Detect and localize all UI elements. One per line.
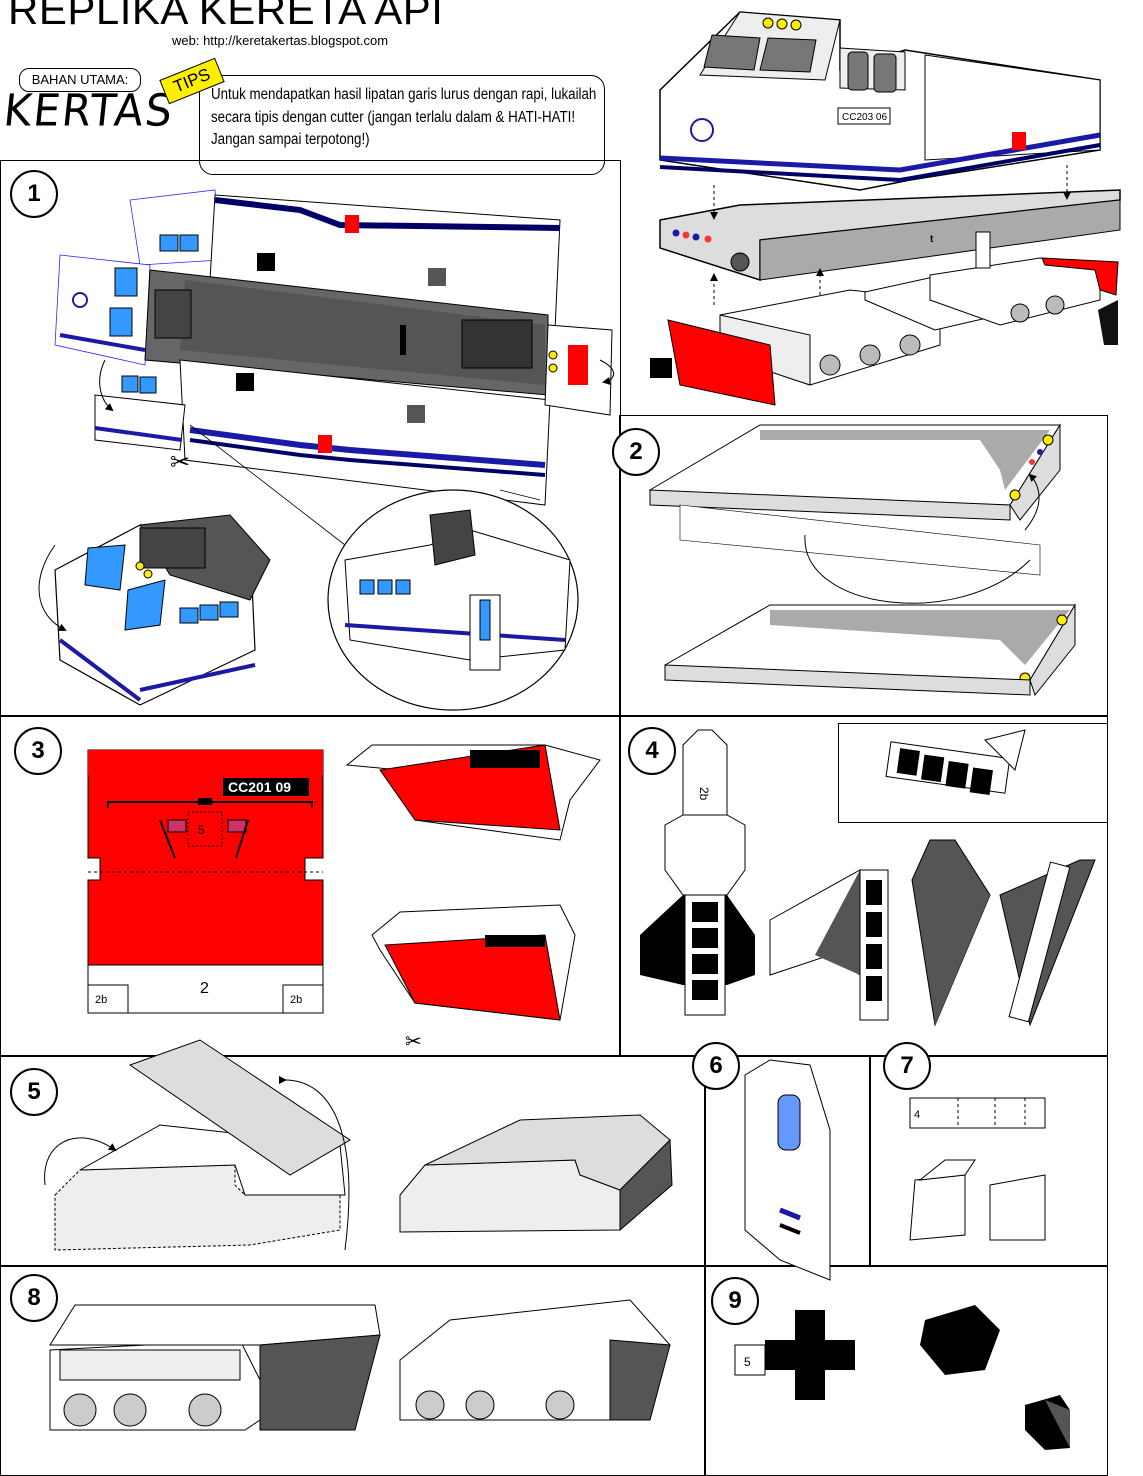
part-2-label: 2 [200, 980, 209, 997]
part-4-label: 4 [914, 1109, 920, 1121]
part-5-label-step9: 5 [744, 1355, 751, 1369]
scissors-icon: ✂ [170, 449, 190, 476]
panel-step-4-inset [838, 723, 1108, 823]
part-2b-right-label: 2b [290, 994, 302, 1006]
step-5-boxes [44, 1039, 673, 1251]
step-3-red-plate: CC201 09 5 2 2b 2b ✂ [87, 744, 601, 1053]
loco-number-label: CC203 06 [842, 112, 887, 123]
website-url: web: http://keretakertas.blogspot.com [172, 33, 389, 48]
step-4-stands: 2b [640, 729, 1096, 1027]
step-8-body [49, 1299, 671, 1431]
step-2-floor [648, 423, 1076, 697]
step-9-cube: 5 [734, 1305, 1070, 1450]
page-title: REPLIKA KERETA API [8, 0, 444, 33]
step-number-4: 4 [628, 727, 676, 775]
part-5-label: 5 [198, 823, 205, 837]
scissors-icon-step3: ✂ [405, 1031, 422, 1053]
step-number-1: 1 [10, 170, 58, 218]
step-number-8: 8 [10, 1274, 58, 1322]
plate-number-label: CC201 09 [228, 779, 291, 795]
panel-step-7 [869, 1055, 1108, 1267]
panel-step-4 [619, 715, 1108, 1057]
step-number-2: 2 [612, 428, 660, 476]
tips-text: Untuk mendapatkan hasil lipatan garis lu… [211, 86, 597, 148]
step-number-7: 7 [883, 1042, 931, 1090]
panel-step-2 [619, 415, 1108, 717]
step-number-6: 6 [692, 1042, 740, 1090]
step-number-9: 9 [711, 1277, 759, 1325]
step-6-door [744, 1059, 831, 1281]
panel-step-6 [704, 1055, 871, 1267]
panel-step-5 [0, 1055, 706, 1267]
exploded-locomotive: CC203 06 t [650, 11, 1121, 406]
tips-box [199, 75, 605, 175]
step-number-5: 5 [10, 1068, 58, 1116]
mark-t: t [930, 234, 934, 245]
part-2b-vertical-label: 2b [697, 787, 711, 801]
material-label: BAHAN UTAMA: [19, 68, 141, 92]
panel-step-3 [0, 715, 621, 1057]
step-7-box: 4 [909, 1097, 1046, 1241]
step-number-3: 3 [14, 727, 62, 775]
part-2b-left-label: 2b [95, 994, 107, 1006]
step-1-net: ✂ [38, 189, 615, 711]
